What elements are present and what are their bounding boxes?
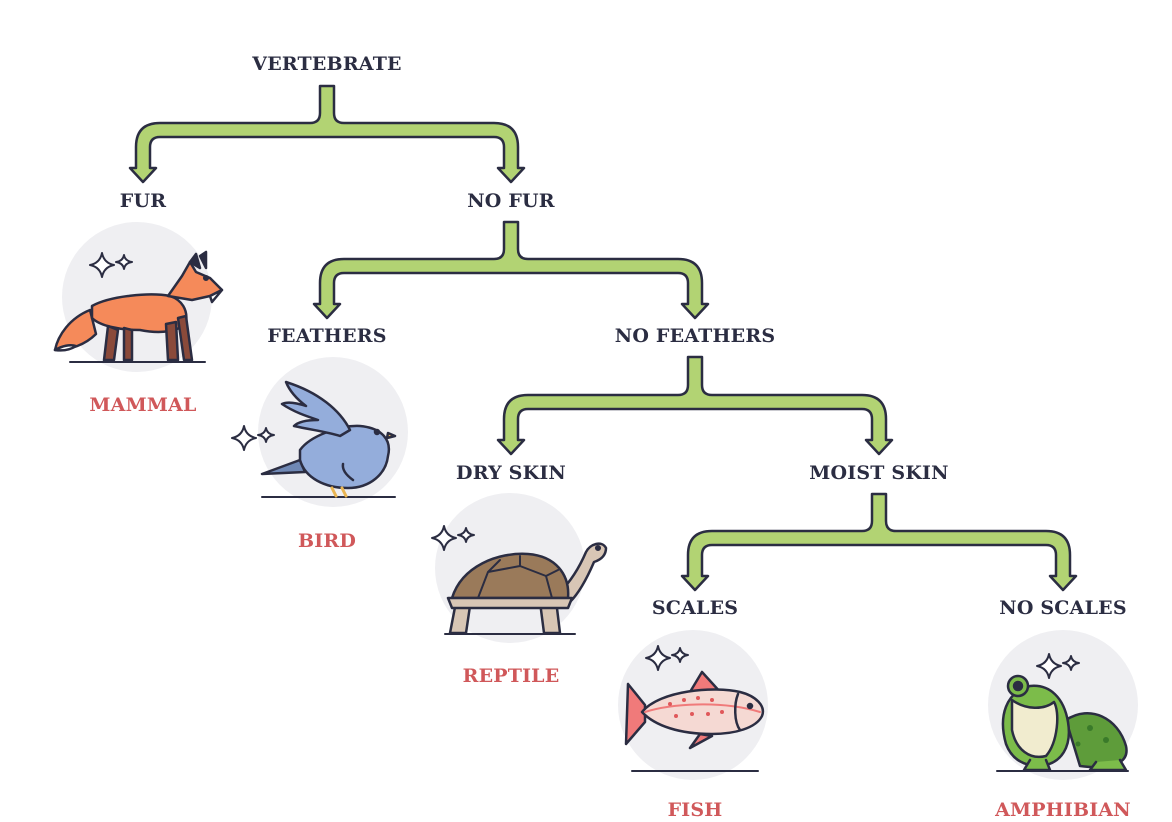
fox-icon <box>53 250 224 363</box>
fork-moist-skin-arrow <box>680 492 1078 592</box>
result-fish: FISH <box>667 799 723 821</box>
node-scales: SCALES <box>651 597 739 619</box>
fork-no-fur-arrow <box>312 220 710 320</box>
fork-no-feathers-arrow <box>496 355 894 456</box>
result-mammal: MAMMAL <box>89 394 197 416</box>
result-bird: BIRD <box>297 530 357 552</box>
node-no-fur: NO FUR <box>467 190 555 212</box>
result-reptile: REPTILE <box>462 665 560 687</box>
turtle-icon <box>444 542 608 635</box>
node-no-feathers: NO FEATHERS <box>614 325 776 347</box>
bird-icon <box>260 380 397 498</box>
frog-icon <box>996 674 1129 772</box>
branch-arrows <box>128 84 1078 592</box>
node-dry-skin: DRY SKIN <box>456 462 566 484</box>
node-feathers: FEATHERS <box>267 325 387 347</box>
fork-vertebrate-arrow <box>128 84 526 184</box>
node-vertebrate: VERTEBRATE <box>252 53 402 75</box>
fish-icon <box>624 670 765 772</box>
node-no-scales: NO SCALES <box>999 597 1127 619</box>
node-fur: FUR <box>119 190 167 212</box>
result-amphibian: AMPHIBIAN <box>995 799 1131 821</box>
node-moist-skin: MOIST SKIN <box>809 462 949 484</box>
